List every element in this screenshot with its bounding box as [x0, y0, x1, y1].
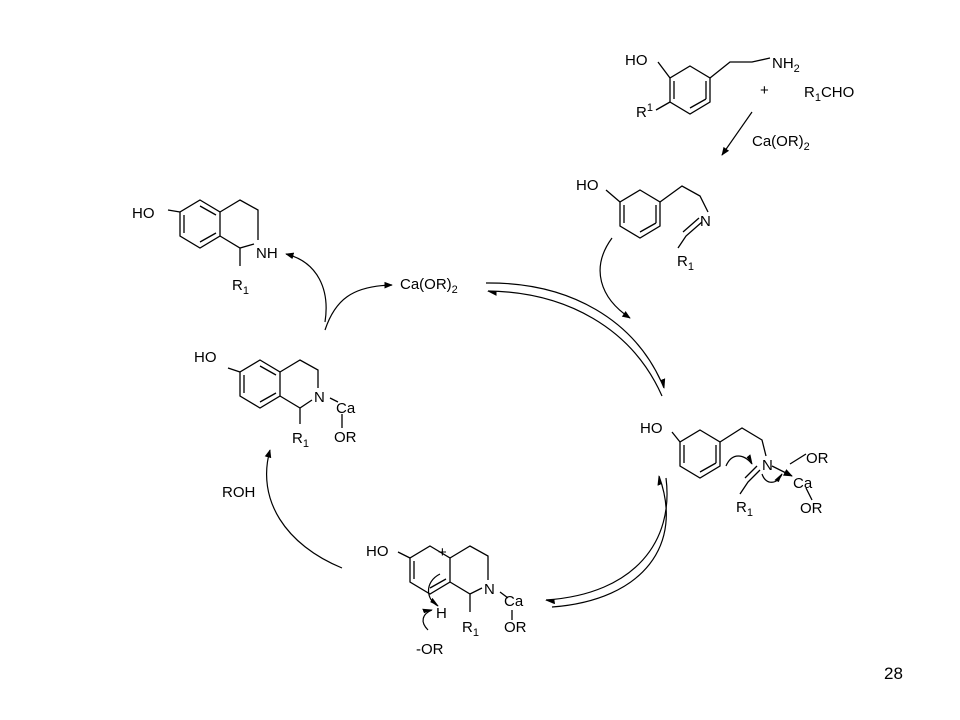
imine-intermediate: HO N R1 — [576, 177, 711, 273]
cation-plus-sign: + — [438, 544, 447, 561]
nh2-label: NH2 — [772, 55, 800, 75]
entry-arrow — [599, 237, 631, 319]
ca-label: Ca — [793, 475, 813, 492]
ho-label: HO — [132, 205, 155, 222]
cycle-arrow-top-reverse — [487, 290, 663, 397]
or-label: OR — [800, 500, 823, 517]
n-label: N — [484, 581, 495, 598]
n-label: N — [762, 457, 773, 474]
r1-label: R1 — [736, 499, 753, 519]
catalyst-regeneration-arrow — [324, 281, 393, 331]
alcohol-label: ROH — [222, 484, 255, 501]
h-label: H — [436, 605, 447, 622]
or-label: OR — [504, 619, 527, 636]
or-label: OR — [806, 450, 829, 467]
n-label: N — [314, 389, 325, 406]
catalyst-label-cycle: Ca(OR)2 — [400, 276, 458, 296]
imine-n-label: N — [700, 213, 711, 230]
ho-label: HO — [625, 52, 648, 69]
cycle-arrow-top-forward — [485, 282, 666, 389]
ca-label: Ca — [336, 400, 356, 417]
cycle-arrow-bottom-reverse — [551, 475, 667, 608]
r1-label: R1 — [677, 253, 694, 273]
alkoxide-label: -OR — [416, 641, 444, 658]
page-number: 28 — [884, 664, 903, 683]
aldehyde-label: R1CHO — [804, 84, 854, 104]
ho-label: HO — [366, 543, 389, 560]
product-release-arrow — [285, 252, 327, 323]
r1-label: R1 — [292, 430, 309, 450]
cycle-arrow-bottom-forward — [545, 477, 668, 605]
reaction-arrow-1 — [721, 111, 753, 156]
r1-label: R1 — [232, 277, 249, 297]
ho-label: HO — [576, 177, 599, 194]
nh-label: NH — [256, 245, 278, 262]
ho-label: HO — [640, 420, 663, 437]
calcium-amide-complex: HO N Ca OR R1 — [194, 349, 357, 450]
or-label: OR — [334, 429, 357, 446]
ca-label: Ca — [504, 593, 524, 610]
r1-substituent-label: R1 — [636, 102, 653, 121]
protonation-arrow — [264, 449, 343, 569]
ho-label: HO — [194, 349, 217, 366]
starting-amine: HO NH2 R1 — [625, 52, 800, 121]
plus-sign: + — [760, 82, 769, 99]
tetrahydroisoquinoline-product: HO NH R1 — [132, 199, 278, 297]
r1-label: R1 — [462, 619, 479, 639]
cyclized-cation-intermediate: HO + N Ca OR H R1 -OR — [366, 543, 527, 658]
calcium-imine-complex: HO N Ca OR OR R1 — [640, 420, 829, 519]
catalyst-label-top: Ca(OR)2 — [752, 133, 810, 153]
